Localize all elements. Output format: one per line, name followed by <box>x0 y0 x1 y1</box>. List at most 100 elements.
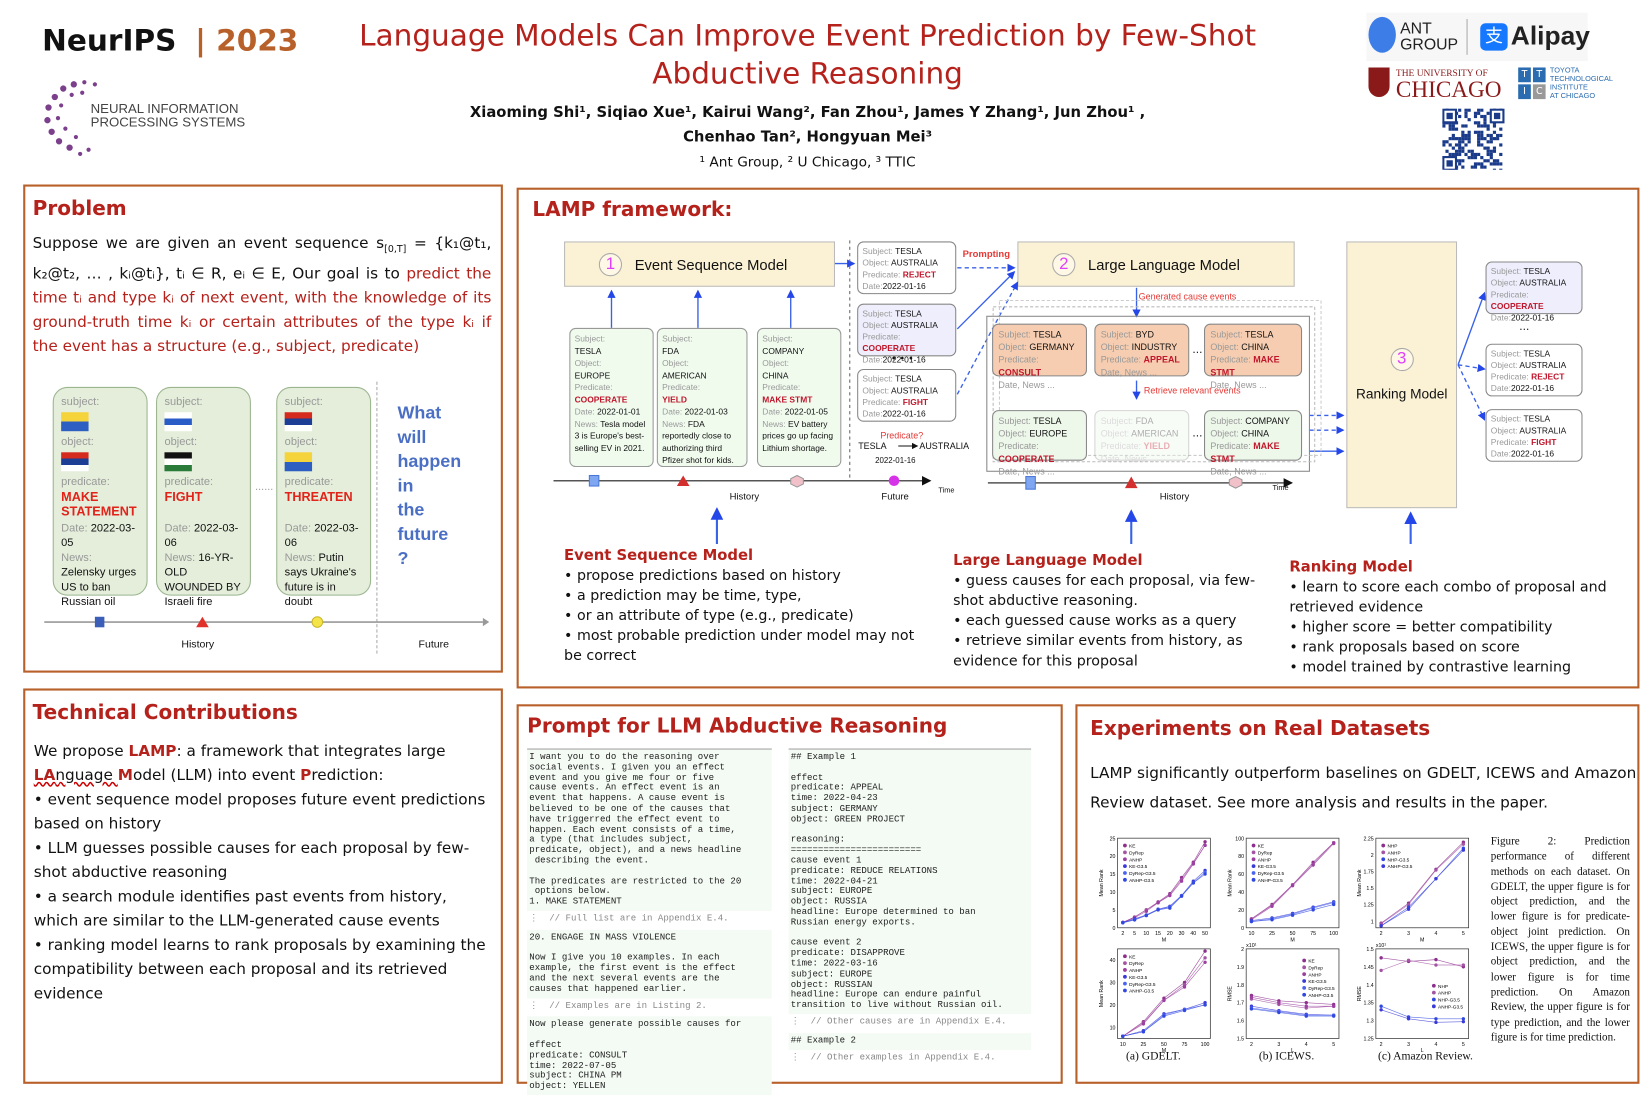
field-label: Date: <box>862 355 883 365</box>
prompt-text: I want you to do the reasoning over soci… <box>527 749 772 911</box>
field-label: Predicate: <box>1490 289 1529 300</box>
data-point <box>1203 872 1207 876</box>
data-point <box>1434 957 1438 962</box>
item-text: event sequence model proposes future eve… <box>33 791 486 833</box>
qr-code-icon[interactable] <box>1442 108 1505 170</box>
x-tick: 50 <box>1202 931 1208 937</box>
logo-text: TECHNOLOGICAL <box>1549 75 1613 84</box>
series-line <box>1381 1005 1464 1020</box>
field-value: 2022-01-01 <box>597 406 641 417</box>
legend-entry: ANHP <box>1438 991 1451 997</box>
field-row: Date:2022-01-16 <box>862 354 951 366</box>
problem-text: Suppose we are given an event sequence s… <box>33 232 492 359</box>
date-value: 2022-03-06 <box>284 521 359 550</box>
field-row: News: FDA reportedly close to authorizin… <box>662 418 742 466</box>
legend-marker <box>1123 864 1127 869</box>
description-item: • each guessed cause works as a query <box>953 612 1237 630</box>
text: predict <box>406 265 460 283</box>
field-value: AMERICAN <box>1131 428 1179 439</box>
field-label: Subject: <box>1490 348 1522 359</box>
field-label: Object: <box>1100 341 1130 353</box>
date-label: Date: <box>61 521 88 535</box>
y-tick: 40 <box>1110 958 1116 964</box>
text: odel (LLM) into event <box>132 767 301 785</box>
data-point <box>1203 949 1207 953</box>
series-line <box>1251 1008 1334 1017</box>
data-point <box>1461 848 1466 852</box>
data-point <box>1434 963 1438 967</box>
field-label: Subject: <box>1490 414 1522 424</box>
data-point <box>1168 906 1172 910</box>
x-label: L <box>1421 1048 1424 1054</box>
field-label: Predicate: <box>862 269 901 280</box>
field-label: Subject: <box>762 334 793 344</box>
legend-entry: ANHP-G3.5 <box>1129 878 1154 884</box>
legend-marker <box>1251 843 1256 848</box>
field-row: Predicate: COOPERATE <box>1491 289 1577 312</box>
problem-timeline <box>44 616 490 628</box>
field-label: Object: <box>998 428 1027 439</box>
item-text: LLM guesses possible causes for each pro… <box>33 840 470 882</box>
field-label: Object: <box>662 358 689 368</box>
legend-entry: DyRep-G3.5 <box>1129 871 1156 877</box>
field-label: News: <box>762 419 786 429</box>
x-tick: 3 <box>1407 1042 1410 1048</box>
plot-frame <box>1117 948 1211 1039</box>
legend-marker <box>1123 968 1127 972</box>
experiments-panel: Experiments on Real Datasets LAMP signif… <box>1075 704 1640 1084</box>
subject-label: subject: <box>164 395 203 409</box>
field-label: Date: <box>1490 383 1511 394</box>
field-row: Subject: TESLA <box>998 414 1080 427</box>
field-label: Object: <box>762 358 789 368</box>
field-value: Tesla model 3 is Europe's best-selling E… <box>574 419 646 453</box>
text: We propose <box>33 743 129 761</box>
object-flag-icon <box>164 452 192 472</box>
legend-entry: KE <box>1258 844 1264 850</box>
contribution-item: • ranking model learns to rank proposals… <box>33 937 486 1003</box>
description-item: • propose predictions based on history <box>564 567 841 585</box>
prompting-label: Prompting <box>962 248 1011 260</box>
x-tick: 4 <box>1434 931 1437 937</box>
data-point <box>1290 913 1295 917</box>
legend-entry: NHP-G3.5 <box>1438 998 1460 1004</box>
item-text: rank proposals based on score <box>1302 638 1520 656</box>
field-label: Object: <box>1490 425 1518 436</box>
legend-entry: DyRep-G3.5 <box>1308 986 1335 992</box>
description-item: • higher score = better compatibility <box>1289 618 1553 636</box>
model-description: Ranking Model• learn to score each combo… <box>1289 558 1611 678</box>
model-name: Event Sequence Model <box>634 255 788 273</box>
data-point <box>1406 1017 1411 1021</box>
data-point <box>1182 985 1187 989</box>
prompt-left-column: I want you to do the reasoning over soci… <box>527 748 772 1095</box>
field-value: REJECT <box>902 269 937 280</box>
logo-text: GROUP <box>1400 35 1459 54</box>
field-row: Predicate: CONSULT <box>998 353 1080 378</box>
data-point <box>1434 1017 1438 1021</box>
legend-marker <box>1123 843 1127 848</box>
legend-entry: ANHP <box>1129 968 1142 974</box>
x-tick: 10 <box>1143 931 1149 937</box>
logo-text: AT CHICAGO <box>1549 92 1596 101</box>
date-label: Date: <box>284 521 312 535</box>
y-tick: 10 <box>1110 890 1116 896</box>
time-label: Time <box>938 487 955 495</box>
item-text: model trained by contrastive learning <box>1302 658 1572 676</box>
query-object: AUSTRALIA <box>919 440 970 452</box>
news-row: News: Zelensky urges US to ban Russian o… <box>61 550 139 609</box>
logo-line: NEURAL INFORMATION <box>90 101 239 116</box>
field-row: Object: AUSTRALIA <box>862 385 951 397</box>
model-name: Large Language Model <box>1088 255 1240 273</box>
data-point <box>1191 881 1196 885</box>
field-row: Predicate: MAKE STMT <box>1210 440 1295 465</box>
legend-marker <box>1302 972 1307 977</box>
event-marker-circle <box>311 616 324 628</box>
legend-marker <box>1302 979 1307 983</box>
data-point <box>1290 883 1295 888</box>
x-tick: 10 <box>1249 931 1255 937</box>
